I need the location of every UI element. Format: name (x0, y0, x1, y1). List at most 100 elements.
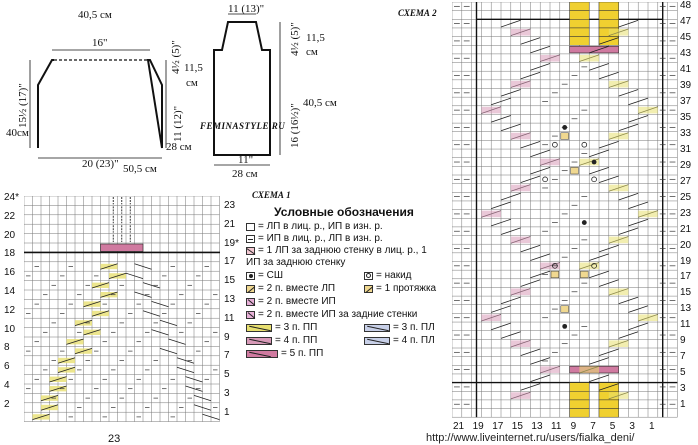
scheme2-bottom-col-label: 1 (649, 421, 655, 432)
scheme1-right-row-label: 7 (224, 350, 230, 362)
yarn-over-mark (552, 263, 558, 269)
cable-stroke (598, 383, 619, 391)
cable-3-cross-mark (608, 236, 629, 244)
cable-3-cross-mark (608, 340, 629, 347)
yellow-cable-mark (598, 19, 619, 29)
cable-stroke (520, 383, 541, 391)
scheme1-left-row-label: 2 (4, 398, 10, 410)
cable-3-cross-mark (579, 54, 599, 62)
scheme2-title: СХЕМА 2 (398, 8, 437, 18)
cable-stroke (598, 175, 619, 184)
cable-stroke (589, 45, 609, 54)
cable-3-cross-mark (510, 392, 531, 399)
cable-3-cross-mark (608, 288, 629, 296)
cable-stroke (598, 279, 619, 287)
yellow-cable-mark (598, 399, 619, 409)
cable-stroke (598, 141, 619, 149)
cable-stroke (202, 413, 220, 420)
front-neck-in: 16" (92, 37, 108, 49)
pull-through-icon (364, 284, 373, 293)
scheme1-right-row-label: 5 (224, 369, 230, 381)
cable-stroke (618, 123, 639, 132)
scheme2-right-row-label: 20 (680, 239, 692, 251)
cable-3-cross-mark (481, 314, 501, 322)
k2tog-mark (560, 132, 569, 140)
scheme1-left-row-label: 24* (4, 192, 20, 203)
cross-5-right-icon (246, 349, 278, 358)
front-armhole-cm-unit: см (186, 77, 198, 89)
cable-3-cross-mark (638, 314, 658, 322)
cable-stroke (500, 296, 521, 305)
cable-stroke (134, 291, 152, 298)
k2tog-mark (550, 270, 560, 279)
cable-3-cross-mark (510, 132, 531, 140)
front-bottom-cm: 50,5 см (123, 163, 157, 175)
cable-stroke (83, 301, 101, 308)
cable-stroke (628, 322, 649, 331)
cable-stroke (125, 272, 144, 279)
scheme1-right-row-label: 3 (224, 388, 230, 399)
scheme2-right-row-label: 31 (680, 143, 692, 155)
cable-stroke (628, 201, 649, 209)
cable-3-cross-mark (638, 210, 658, 218)
scheme2-right-row-label: 3 (680, 383, 686, 395)
front-piece-diagram (29, 49, 167, 159)
watermark: FEMINASTYLE.RU (200, 121, 286, 131)
legend-item: ИП за заднюю стенку (246, 257, 346, 268)
cable-stroke (530, 63, 551, 71)
legend-item: = 1 протяжка (364, 283, 436, 294)
cable-stroke (520, 279, 541, 287)
scheme2-bottom-col-label: 19 (472, 421, 484, 432)
yellow-cable-mark (569, 391, 590, 401)
p2tog-tbl-icon (246, 310, 255, 319)
cable-stroke (100, 291, 118, 298)
front-armhole-cm: 11,5 (184, 62, 203, 74)
scheme1-left-row-label: 12 (4, 304, 16, 316)
yarn-over-mark (591, 263, 597, 269)
cable-stroke (530, 149, 551, 158)
scheme2-right-row-label: 15 (680, 287, 692, 299)
scheme1-stitch-count: 23 (108, 433, 121, 445)
scheme1-left-row-label: 6 (4, 361, 10, 373)
legend-item: = 4 п. ПЛ (364, 335, 435, 346)
yellow-cable-mark (569, 36, 590, 46)
bobble-mark (581, 220, 587, 225)
cable-stroke (500, 192, 521, 201)
legend-item: = ЛП в лиц. р., ИП в изн. р. (246, 221, 383, 232)
cable-stroke (168, 338, 186, 345)
yarn-over-mark (581, 141, 588, 148)
cable-3-cross-mark (579, 158, 599, 166)
cable-stroke (176, 366, 195, 373)
scheme1-right-row-label: 11 (224, 312, 235, 324)
cable-stroke (530, 270, 551, 279)
cable-stroke (530, 166, 551, 175)
source-url: http://www.liveinternet.ru/users/fialka_… (426, 432, 635, 444)
cable-3-cross-mark (510, 236, 531, 244)
cable-3-cross-mark (481, 106, 501, 114)
back-top-in: 11 (13)" (228, 3, 265, 15)
cable-3-cross-mark (608, 132, 629, 140)
cable-stroke (628, 218, 649, 227)
cable-3-cross-mark (540, 366, 560, 373)
cable-5-cross-mark (569, 46, 619, 54)
scheme1-chart (24, 196, 220, 422)
cable-stroke (618, 19, 639, 28)
legend-item: = 3 п. ПЛ (364, 322, 435, 333)
cable-stroke (134, 263, 152, 270)
cable-stroke (57, 357, 76, 364)
scheme1-left-row-label: 20 (4, 229, 16, 241)
cable-3-cross-mark (510, 340, 531, 347)
scheme2-right-row-label: 5 (680, 367, 686, 379)
cable-stroke (500, 123, 521, 132)
cable-3-cross-mark (608, 392, 629, 399)
back-height-in: 16 (16½)" (289, 103, 301, 148)
cable-stroke (530, 253, 551, 261)
scheme2-right-row-label: 45 (680, 31, 692, 43)
cable-stroke (142, 282, 161, 289)
cable-stroke (491, 201, 511, 209)
cable-stroke (83, 329, 101, 336)
cable-3-cross-mark (579, 366, 599, 373)
scheme1-right-row-label: 1 (224, 406, 230, 418)
cable-stroke (598, 244, 619, 253)
scheme2-right-row-label: 25 (680, 191, 692, 203)
